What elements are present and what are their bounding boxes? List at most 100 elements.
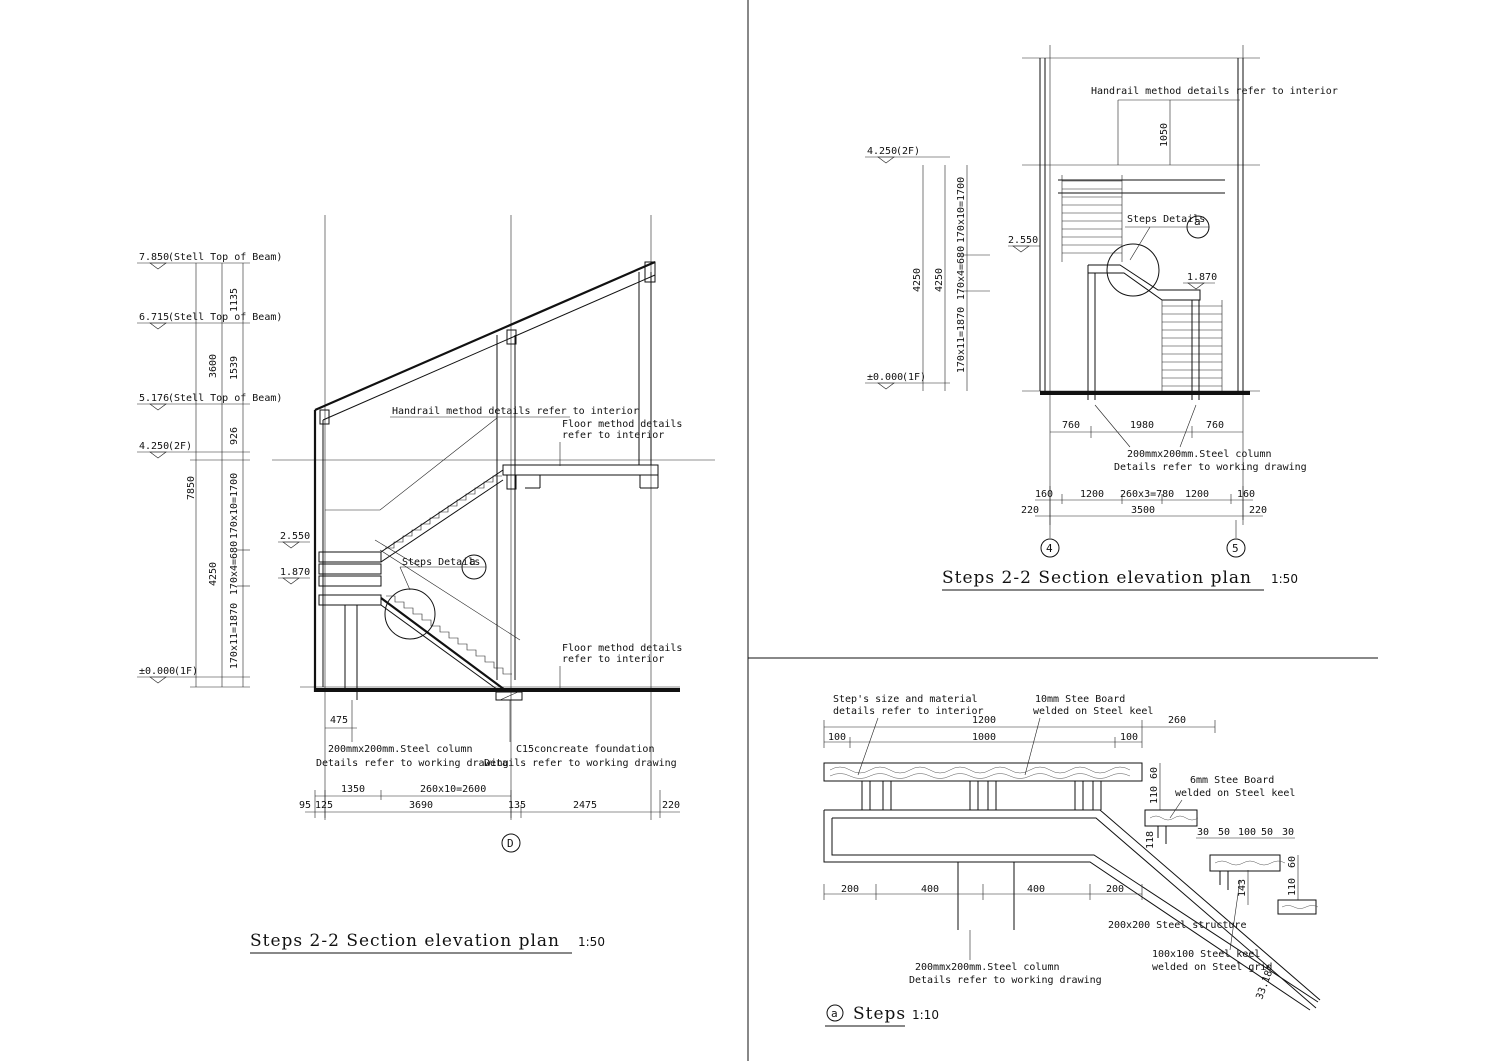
- dim-text: 220: [1021, 505, 1039, 516]
- level-marker: 2.550: [1008, 235, 1040, 253]
- board-note: welded on Steel keel: [1033, 706, 1153, 717]
- dim-text: 50: [1218, 827, 1230, 838]
- right-title-block: Steps 2-2 Section elevation plan 1:50: [942, 568, 1298, 591]
- steps-detail-annotations: Step's size and material details refer t…: [833, 694, 1295, 986]
- dim-text: 260x10=2600: [420, 784, 486, 795]
- dim-text: 125: [315, 800, 333, 811]
- dim-text: 170x10=1700: [229, 473, 240, 539]
- level-value: ±0.000: [867, 372, 903, 383]
- size-note: Step's size and material: [833, 694, 978, 705]
- floor-note-top: refer to interior: [562, 430, 664, 441]
- column-note: Details refer to working drawing: [1114, 462, 1307, 473]
- level-marker: 4.250(2F): [865, 146, 950, 164]
- dim-text: 170x11=1870: [956, 307, 967, 373]
- level-note: (2F): [168, 441, 192, 452]
- axis-label: 4: [1046, 542, 1053, 555]
- dim-text: 170x11=1870: [229, 603, 240, 669]
- dim-text: 475: [330, 715, 348, 726]
- dim-text: 95: [299, 800, 311, 811]
- dim-text: 170x10=1700: [956, 177, 967, 243]
- column-note: Details refer to working drawing: [316, 758, 509, 769]
- keel-note: welded on Steel grid: [1152, 962, 1272, 973]
- left-vertical-dimensions: 7850 3600 4250 1135 1539 926 170x10=1700…: [186, 263, 250, 688]
- level-marker: 2.550: [278, 531, 310, 549]
- level-value: 1.870: [1187, 272, 1217, 283]
- keel-note: 100x100 Steel keel: [1152, 949, 1260, 960]
- detail-tag: a: [831, 1007, 838, 1020]
- level-note: (Stell Top of Beam): [168, 252, 282, 263]
- level-note: (1F): [174, 666, 198, 677]
- dim-text: 160: [1237, 489, 1255, 500]
- left-section-drawing: [272, 215, 715, 820]
- handrail-note: Handrail method details refer to interio…: [392, 406, 639, 417]
- column-note: Details refer to working drawing: [909, 975, 1102, 986]
- dim-text: 1200: [972, 715, 996, 726]
- level-value: 5.176: [139, 393, 169, 404]
- handrail-note: Handrail method details refer to interio…: [1091, 86, 1338, 97]
- dim-text: 1200: [1080, 489, 1104, 500]
- dim-text: 160: [1035, 489, 1053, 500]
- dim-text: 60: [1287, 856, 1298, 868]
- dim-text: 170x4=680: [229, 541, 240, 595]
- steps-details-label: Steps Details: [402, 557, 480, 568]
- dim-text: 1980: [1130, 420, 1154, 431]
- level-marker: ±0.000(1F): [137, 666, 250, 684]
- foundation-note: C15concreate foundation: [516, 744, 654, 755]
- dim-text: 60: [1149, 767, 1160, 779]
- right-section-drawing: [1022, 45, 1260, 525]
- right-level-markers: 4.250(2F) 2.550 1.870 ±0.000(1F): [865, 146, 1217, 390]
- level-value: 2.550: [1008, 235, 1038, 246]
- level-marker: 5.176(Stell Top of Beam): [137, 393, 282, 411]
- drawing-title: Steps 2-2 Section elevation plan: [942, 568, 1252, 588]
- axis-label: D: [507, 837, 514, 850]
- dim-text: 1050: [1159, 123, 1170, 147]
- sheet-dividers: [747, 0, 1378, 1061]
- dim-text: 110: [1149, 786, 1160, 804]
- dim-text: 100: [1238, 827, 1256, 838]
- dim-text: 760: [1062, 420, 1080, 431]
- dim-text: 30: [1197, 827, 1209, 838]
- dim-text: 30: [1282, 827, 1294, 838]
- dim-text: 1539: [229, 356, 240, 380]
- level-marker: 1.870: [278, 567, 310, 585]
- dim-text: 400: [921, 884, 939, 895]
- level-value: 4.250: [139, 441, 169, 452]
- level-value: ±0.000: [139, 666, 175, 677]
- drawing-scale: 1:50: [1271, 572, 1298, 586]
- left-level-markers: 7.850(Stell Top of Beam) 6.715(Stell Top…: [137, 252, 310, 684]
- level-marker: 6.715(Stell Top of Beam): [137, 312, 282, 330]
- drawing-scale: 1:50: [578, 935, 605, 949]
- dim-text: 1350: [341, 784, 365, 795]
- level-value: 6.715: [139, 312, 169, 323]
- left-horizontal-dimensions: 475 1350 260x10=2600 95 125 3690 135 247…: [299, 715, 680, 853]
- level-note: (2F): [896, 146, 920, 157]
- dim-text: 3600: [208, 354, 219, 378]
- level-note: (1F): [902, 372, 926, 383]
- right-annotations: Handrail method details refer to interio…: [1091, 86, 1338, 473]
- left-annotations: Handrail method details refer to interio…: [316, 406, 682, 769]
- level-marker: 4.250(2F): [137, 441, 250, 459]
- steps-details-label: Steps Details: [1127, 214, 1205, 225]
- board6-note: welded on Steel keel: [1175, 788, 1295, 799]
- level-note: (Stell Top of Beam): [168, 312, 282, 323]
- axis-label: 5: [1232, 542, 1239, 555]
- dim-text: 200: [841, 884, 859, 895]
- dim-text: 50: [1261, 827, 1273, 838]
- dim-text: 170x4=680: [956, 246, 967, 300]
- dim-text: 260x3=780: [1120, 489, 1174, 500]
- drawing-title: Steps: [853, 1004, 906, 1024]
- right-vertical-dimensions: 4250 4250 170x10=1700 170x4=680 170x11=1…: [912, 100, 1171, 391]
- dim-text: 4250: [912, 268, 923, 292]
- dim-text: 100: [1120, 732, 1138, 743]
- size-note: details refer to interior: [833, 706, 984, 717]
- level-marker: 1.870: [1183, 272, 1217, 290]
- dim-text: 2475: [573, 800, 597, 811]
- level-marker: 7.850(Stell Top of Beam): [137, 252, 282, 270]
- dim-text: 3500: [1131, 505, 1155, 516]
- dim-text: 1000: [972, 732, 996, 743]
- column-note: 200mmx200mm.Steel column: [1127, 449, 1272, 460]
- left-title-block: Steps 2-2 Section elevation plan 1:50: [250, 931, 605, 954]
- dim-text: 926: [229, 427, 240, 445]
- level-value: 2.550: [280, 531, 310, 542]
